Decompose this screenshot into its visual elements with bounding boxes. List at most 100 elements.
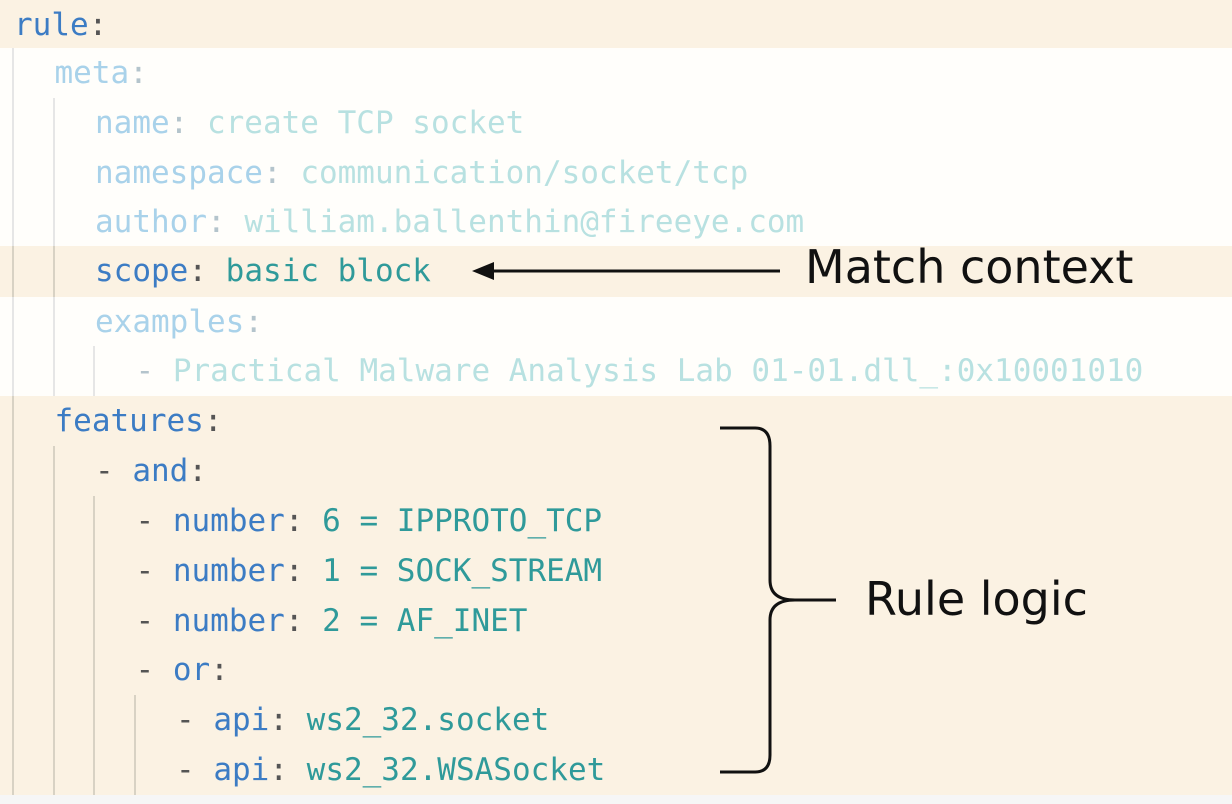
rule-logic-label: Rule logic: [865, 572, 1088, 626]
indent-guide: [12, 246, 14, 297]
colon: :: [284, 603, 323, 639]
indent-guide: [52, 645, 55, 695]
list-dash: -: [135, 503, 173, 539]
code-line: - number: 2 = AF_INET: [0, 596, 1232, 645]
code-line: namespace: communication/socket/tcp: [0, 148, 1232, 197]
yaml-value: communication/socket/tcp: [300, 155, 749, 191]
indent-guide: [52, 596, 55, 645]
indent-guide: [12, 496, 14, 546]
yaml-value: create TCP socket: [206, 105, 525, 141]
yaml-key: and: [132, 453, 189, 489]
list-dash: -: [176, 702, 214, 738]
list-dash: -: [135, 353, 173, 389]
indent-guide: [12, 197, 14, 246]
indent-guide: [12, 546, 14, 596]
indent-guide: [12, 745, 14, 795]
colon: :: [188, 453, 207, 489]
indent-guide: [52, 346, 55, 396]
code-text: rule:: [14, 0, 107, 50]
indent-guide: [12, 446, 14, 496]
list-dash: -: [135, 652, 173, 688]
indent-guide: [52, 197, 55, 246]
yaml-value: ws2_32.WSASocket: [306, 752, 606, 788]
indent-guide: [52, 745, 55, 795]
code-text: author: william.ballenthin@fireeye.com: [95, 197, 804, 247]
code-line: - and:: [0, 446, 1232, 496]
yaml-key: examples: [95, 304, 245, 340]
yaml-value: ws2_32.socket: [306, 702, 550, 738]
code-text: - api: ws2_32.socket: [176, 695, 549, 745]
indent-guide: [52, 297, 55, 346]
indent-guide: [12, 98, 14, 148]
match-context-arrow: [472, 262, 780, 280]
yaml-value: 1 = SOCK_STREAM: [322, 553, 603, 589]
code-line: - or:: [0, 645, 1232, 695]
indent-guide: [93, 596, 95, 645]
yaml-key: api: [213, 752, 270, 788]
indent-guide: [93, 645, 95, 695]
indent-guide: [93, 496, 95, 546]
indent-guide: [93, 546, 95, 596]
code-text: examples:: [95, 297, 263, 347]
yaml-key: scope: [95, 253, 189, 289]
yaml-value: Practical Malware Analysis Lab 01-01.dll…: [172, 353, 1144, 389]
yaml-key: namespace: [95, 155, 263, 191]
indent-guide: [52, 496, 55, 546]
code-text: meta:: [55, 48, 148, 98]
code-line: name: create TCP socket: [0, 98, 1232, 148]
list-dash: -: [176, 752, 214, 788]
code-line: - number: 6 = IPPROTO_TCP: [0, 496, 1232, 546]
indent-guide: [12, 645, 14, 695]
yaml-key: number: [172, 553, 285, 589]
yaml-value: 6 = IPPROTO_TCP: [322, 503, 603, 539]
colon: :: [210, 652, 229, 688]
code-text: - number: 2 = AF_INET: [136, 596, 528, 646]
indent-guide: [52, 695, 55, 745]
indent-guide: [12, 695, 14, 745]
indent-guide: [93, 695, 95, 745]
list-dash: -: [135, 603, 173, 639]
code-text: scope: basic block: [95, 246, 431, 296]
code-line: meta:: [0, 48, 1232, 98]
indent-guide: [93, 745, 95, 795]
code-text: - api: ws2_32.WSASocket: [176, 745, 605, 795]
code-line: rule:: [0, 0, 1232, 48]
colon: :: [269, 702, 307, 738]
indent-guide: [93, 346, 95, 396]
rule-logic-brace: [720, 426, 836, 774]
colon: :: [203, 403, 223, 439]
code-text: - Practical Malware Analysis Lab 01-01.d…: [136, 346, 1144, 396]
indent-guide: [133, 695, 136, 745]
indent-guide: [52, 446, 55, 496]
code-line: examples:: [0, 297, 1232, 346]
colon: :: [206, 204, 245, 240]
colon: :: [169, 105, 207, 141]
code-text: features:: [55, 396, 223, 446]
indent-guide: [12, 148, 14, 197]
indent-guide: [12, 596, 14, 645]
colon: :: [269, 752, 307, 788]
yaml-key: meta: [54, 55, 130, 91]
colon: :: [284, 503, 323, 539]
code-text: - or:: [136, 645, 229, 695]
colon: :: [88, 7, 108, 43]
indent-guide: [12, 48, 14, 98]
indent-guide: [52, 546, 55, 596]
code-line: features:: [0, 396, 1232, 446]
colon: :: [129, 55, 148, 91]
list-dash: -: [95, 453, 133, 489]
code-text: name: create TCP socket: [95, 98, 524, 148]
code-line: author: william.ballenthin@fireeye.com: [0, 197, 1232, 246]
yaml-key: name: [95, 105, 170, 141]
list-dash: -: [135, 553, 173, 589]
yaml-key: number: [172, 603, 285, 639]
yaml-key: number: [172, 503, 285, 539]
indent-guide: [52, 148, 55, 197]
code-line: - api: ws2_32.WSASocket: [0, 745, 1232, 795]
code-text: - and:: [95, 446, 207, 496]
yaml-value: william.ballenthin@fireeye.com: [244, 204, 805, 240]
colon: :: [244, 304, 263, 340]
code-line: - Practical Malware Analysis Lab 01-01.d…: [0, 346, 1232, 396]
colon: :: [188, 253, 226, 289]
